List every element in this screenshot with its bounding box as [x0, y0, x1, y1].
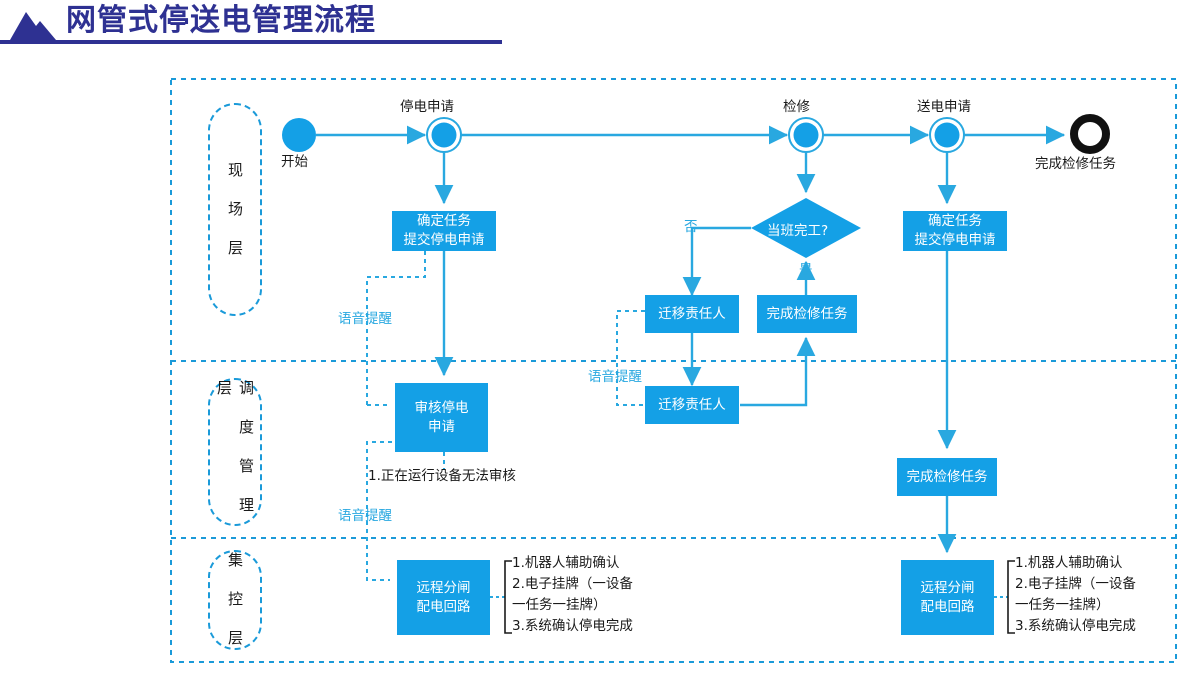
node-confirm-task-submit-outage-right[interactable]: 确定任务 提交停电申请 — [903, 211, 1007, 251]
label-voice-reminder-1: 语音提醒 — [338, 311, 392, 327]
dashed-voice-reminder-3 — [616, 310, 645, 406]
decision-shift-done — [751, 198, 861, 258]
layer-label-dispatch: 调 度 管 理 层 — [215, 380, 255, 515]
page-header: 网管式停送电管理流程 — [0, 0, 1187, 48]
mountain-icon — [10, 12, 56, 40]
node-review-outage-request[interactable]: 审核停电 申请 — [395, 383, 488, 452]
event-label-outage-request: 停电申请 — [400, 99, 454, 115]
annotation-remote-switch-right: 1.机器人辅助确认 2.电子挂牌（一设备 一任务一挂牌） 3.系统确认停电完成 — [1015, 555, 1136, 634]
event-poweron-request-inner — [934, 122, 960, 148]
layer-pill-centralized: 集 控 层 — [208, 550, 262, 650]
layer-label-centralized: 集 控 层 — [226, 552, 244, 648]
dashed-voice-reminder-1 — [366, 251, 426, 405]
label-voice-reminder-3: 语音提醒 — [588, 369, 642, 385]
layer-pill-field: 现 场 层 — [208, 103, 262, 316]
end-node — [1070, 114, 1110, 154]
edge-label-yes: 是 — [799, 262, 813, 278]
edge-label-no: 否 — [684, 219, 698, 235]
node-confirm-task-submit-outage[interactable]: 确定任务 提交停电申请 — [392, 211, 496, 251]
node-remote-switch-circuit-right[interactable]: 远程分闸 配电回路 — [901, 560, 994, 635]
layer-label-field: 现 场 层 — [226, 161, 244, 258]
node-transfer-owner-field[interactable]: 迁移责任人 — [645, 295, 739, 333]
node-complete-task-field[interactable]: 完成检修任务 — [757, 295, 857, 333]
bracket-left-note — [504, 560, 512, 634]
decision-label: 当班完工? — [767, 223, 829, 239]
node-transfer-owner-dispatch[interactable]: 迁移责任人 — [645, 386, 739, 424]
start-node — [282, 118, 316, 152]
node-complete-task-dispatch[interactable]: 完成检修任务 — [897, 458, 997, 496]
title-underline — [0, 40, 502, 44]
edge-decision-no — [682, 226, 751, 297]
end-node-label: 完成检修任务 — [1035, 156, 1116, 172]
annotation-review-note: 1.正在运行设备无法审核 — [368, 468, 516, 484]
start-node-label: 开始 — [281, 154, 308, 170]
event-label-maintenance: 检修 — [783, 99, 810, 115]
event-label-poweron-request: 送电申请 — [917, 99, 971, 115]
edge-transfer-dispatch-to-complete — [740, 336, 816, 407]
page-title: 网管式停送电管理流程 — [66, 3, 376, 38]
annotation-remote-switch-left: 1.机器人辅助确认 2.电子挂牌（一设备 一任务一挂牌） 3.系统确认停电完成 — [512, 555, 633, 634]
outer-frame — [170, 78, 1177, 663]
label-voice-reminder-2: 语音提醒 — [338, 508, 392, 524]
node-remote-switch-circuit-left[interactable]: 远程分闸 配电回路 — [397, 560, 490, 635]
event-maintenance-inner — [793, 122, 819, 148]
layer-pill-dispatch: 调 度 管 理 层 — [208, 378, 262, 526]
bracket-right-note — [1007, 560, 1015, 634]
event-outage-request-inner — [431, 122, 457, 148]
